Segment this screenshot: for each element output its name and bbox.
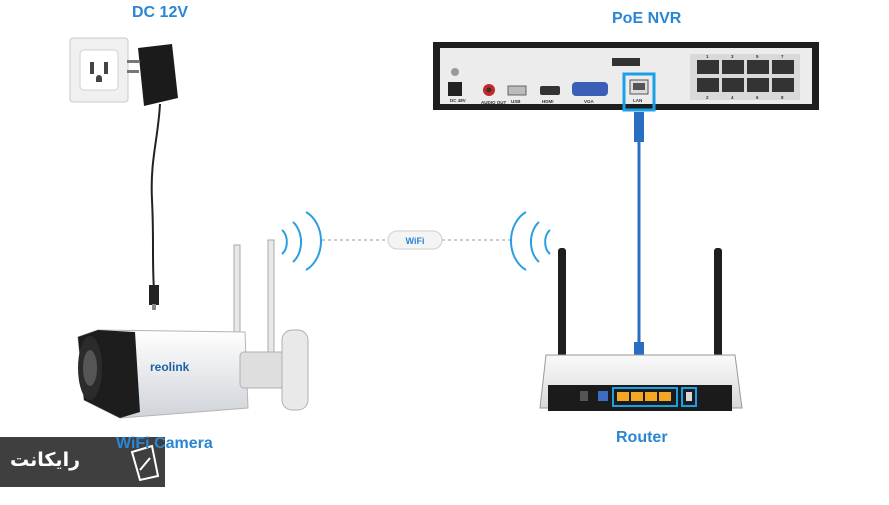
camera-brand: reolink (150, 360, 190, 374)
lan-port-icon (622, 72, 656, 112)
nvr-port-usb: USB (511, 99, 521, 104)
ethernet-cable-icon (634, 112, 644, 367)
power-outlet-icon (69, 37, 129, 103)
nvr-poe-label: 5 (756, 54, 759, 59)
power-adapter-icon (127, 44, 178, 310)
nvr-port-dc: DC 48V (450, 98, 466, 103)
nvr-port-lan: LAN (633, 98, 642, 103)
nvr-poe-label: 6 (756, 95, 759, 100)
dc-label: DC 12V (132, 4, 189, 21)
nvr-poe-label: 7 (781, 54, 784, 59)
camera-label: WiFi Camera (116, 435, 213, 452)
wifi-signal-icon (509, 211, 551, 271)
watermark-logo-icon (0, 437, 165, 487)
nvr-poe-label: 4 (731, 95, 734, 100)
wifi-signal-icon (281, 211, 323, 271)
nvr-poe-label: 2 (706, 95, 709, 100)
nvr-port-vga: VGA (584, 99, 595, 104)
watermark-text: رایکانت (10, 449, 81, 471)
nvr-port-audio: AUDIO OUT (481, 100, 507, 105)
wifi-label: WiFi (406, 236, 425, 246)
nvr-device: DC 48V AUDIO OUT USB HDMI VGA LAN 1 3 5 … (433, 42, 819, 112)
router-label: Router (616, 429, 668, 446)
nvr-poe-label: 3 (731, 54, 734, 59)
nvr-label: PoE NVR (612, 10, 682, 27)
nvr-port-hdmi: HDMI (542, 99, 554, 104)
router-device (539, 248, 743, 411)
watermark: رایکانت (0, 437, 165, 487)
nvr-poe-label: 8 (781, 95, 784, 100)
wifi-link: WiFi (281, 211, 551, 271)
nvr-poe-label: 1 (706, 54, 709, 59)
camera-device: reolink (77, 239, 309, 419)
